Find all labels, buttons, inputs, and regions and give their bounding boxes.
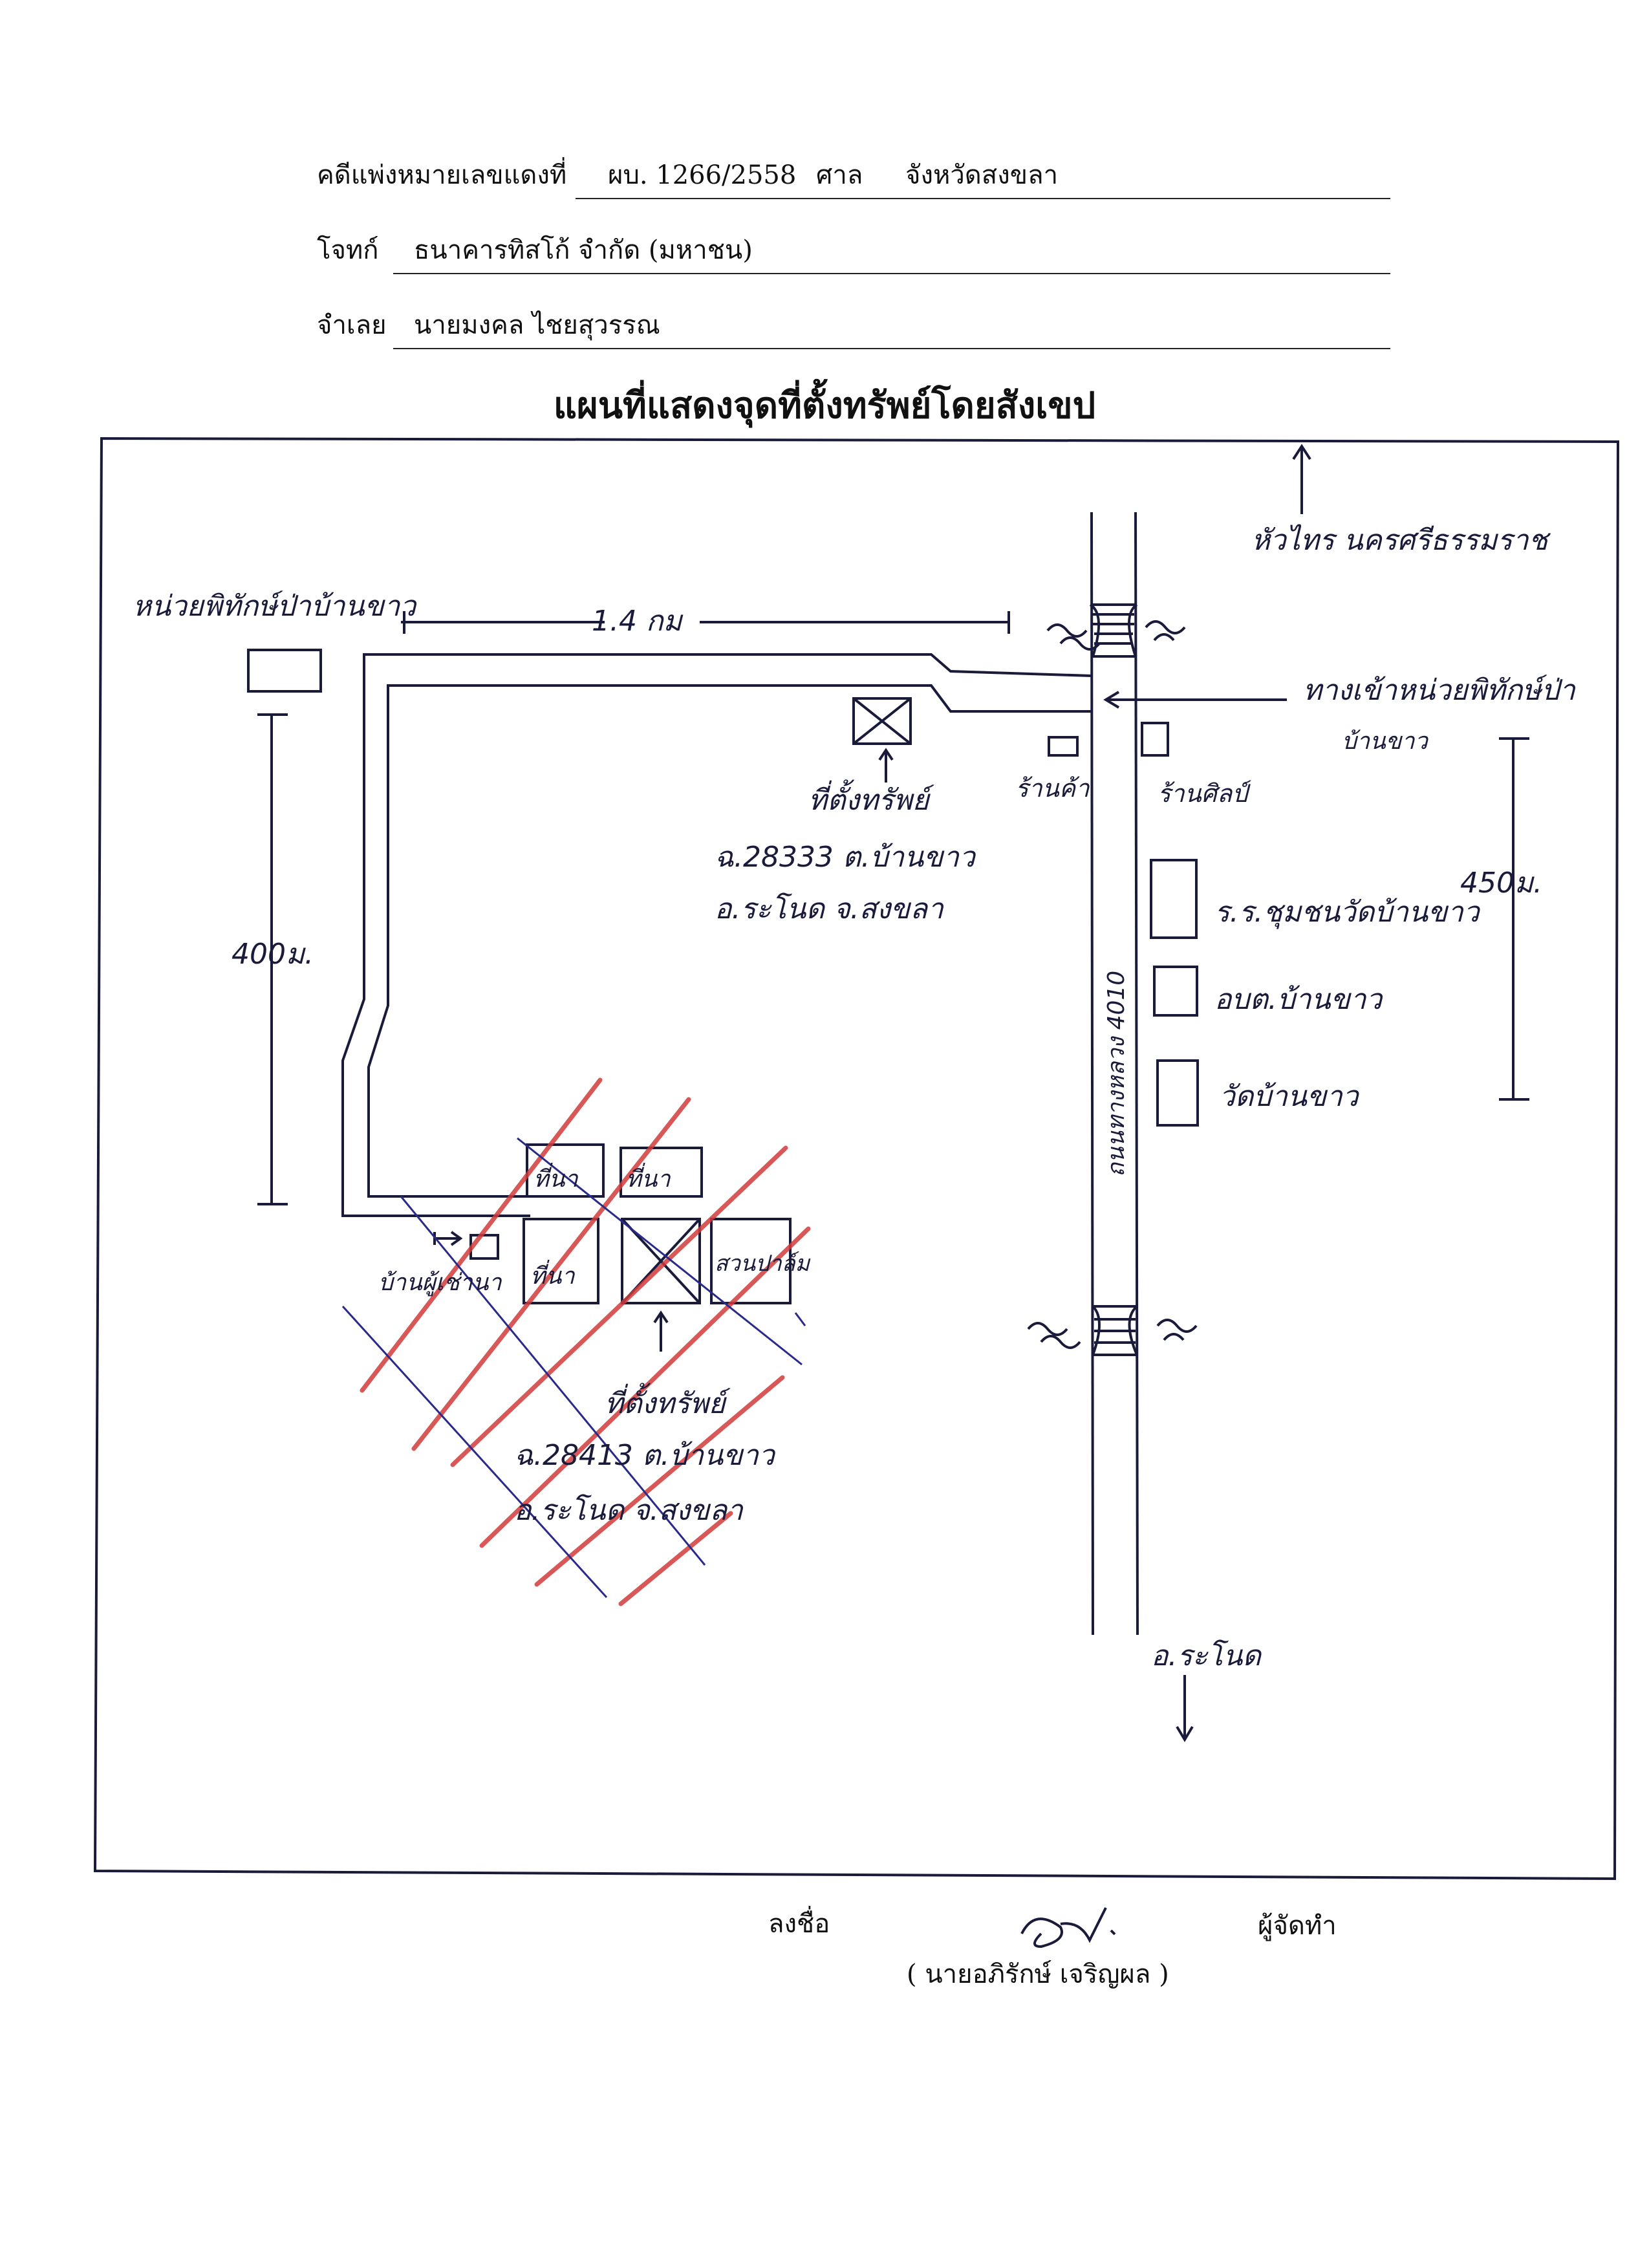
land-box-2 <box>620 1147 703 1198</box>
plaintiff-row: โจทก์ ธนาคารทิสโก้ จำกัด (มหาชน) <box>317 235 1390 274</box>
plaintiff-underline <box>393 273 1390 274</box>
entrance-label-2: บ้านขาว <box>1342 728 1429 755</box>
access-road-inner <box>367 684 1092 1198</box>
distance-top-label: 1.4 กม <box>592 605 684 638</box>
land-box-1-label: ที่นา <box>534 1162 579 1193</box>
shop1-box <box>1048 736 1079 757</box>
north-arrow <box>1292 444 1311 514</box>
land-box-4 <box>710 1218 792 1304</box>
preparer-role: ผู้จัดทำ <box>1258 1911 1337 1941</box>
distance-right-line <box>1499 737 1529 1101</box>
temple-label: วัดบ้านขาว <box>1219 1080 1360 1113</box>
property2-deed: ฉ.28413 ต.บ้านขาว <box>514 1439 776 1472</box>
distance-right-label: 450ม. <box>1460 867 1542 900</box>
property1-arrow <box>878 748 894 783</box>
land-box-3 <box>523 1218 599 1304</box>
property1-deed: ฉ.28333 ต.บ้านขาว <box>715 841 976 874</box>
property2-box <box>621 1218 701 1304</box>
school-box <box>1150 859 1198 939</box>
school-label: ร.ร.ชุมชนวัดบ้านขาว <box>1214 896 1481 929</box>
land-box-4-label: สวนปาล์ม <box>715 1251 811 1277</box>
plaintiff-label: โจทก์ <box>317 235 379 265</box>
case-number: ผบ. 1266/2558 <box>608 160 797 190</box>
shop2-label: ร้านศิลป์ <box>1158 779 1252 808</box>
ranger-station-label: หน่วยพิทักษ์ป่าบ้านขาว <box>133 590 417 623</box>
water-marks-south <box>1027 1319 1198 1349</box>
property1-box <box>852 697 912 745</box>
distance-top-line <box>401 611 1010 634</box>
shop1-label: ร้านค้า <box>1015 774 1090 803</box>
defendant-name: นายมงคล ไชยสุวรรณ <box>414 310 660 340</box>
south-bridge <box>1092 1305 1138 1356</box>
distance-left-label: 400ม. <box>232 938 314 971</box>
tao-label: อบต.บ้านขาว <box>1214 983 1383 1016</box>
highway-label: ถนนทางหลวง 4010 <box>1103 971 1130 1177</box>
distance-left-line <box>257 713 288 1205</box>
court-name: จังหวัดสงขลา <box>905 160 1059 190</box>
south-arrow <box>1176 1675 1194 1742</box>
blue-hatching <box>341 1137 806 1599</box>
land-box-1 <box>526 1143 605 1198</box>
property1-x <box>852 697 912 745</box>
land-box-2-label: ที่นา <box>626 1162 671 1193</box>
preparer-name: ( นายอภิรักษ์ เจริญผล ) <box>907 1960 1169 1989</box>
defendant-row: จำเลย นายมงคล ไชยสุวรรณ <box>317 310 1390 349</box>
map-title: แผนที่แสดงจุดที่ตั้งทรัพย์โดยสังเขป <box>553 384 1096 427</box>
plaintiff-name: ธนาคารทิสโก้ จำกัด (มหาชน) <box>414 235 753 265</box>
property2-district: อ.ระโนด จ.สงขลา <box>514 1494 744 1527</box>
land-box-3-label: ที่นา <box>530 1259 576 1290</box>
ranger-station-box <box>247 649 322 693</box>
north-label: หัวไทร นครศรีธรรมราช <box>1251 524 1551 557</box>
north-bridge <box>1089 603 1138 658</box>
map-frame <box>93 437 1620 1881</box>
property2-arrow <box>653 1310 669 1352</box>
case-underline <box>576 198 1390 199</box>
court-label: ศาล <box>816 160 863 190</box>
entrance-label: ทางเข้าหน่วยพิทักษ์ป่า <box>1303 674 1576 707</box>
case-number-row: คดีแพ่งหมายเลขแดงที่ ผบ. 1266/2558 ศาล จ… <box>317 160 1390 199</box>
signature-mark <box>1020 1907 1116 1949</box>
property1-district: อ.ระโนด จ.สงขลา <box>715 892 944 925</box>
entrance-arrow <box>1103 691 1287 709</box>
water-marks-north <box>1046 620 1186 651</box>
tao-box <box>1153 966 1198 1017</box>
property1-label: ที่ตั้งทรัพย์ <box>808 779 934 817</box>
temple-box <box>1156 1059 1199 1127</box>
highway-right-edge <box>1134 512 1139 1636</box>
highway-left-edge <box>1090 512 1094 1636</box>
property2-label: ที่ตั้งทรัพย์ <box>605 1383 731 1420</box>
south-label: อ.ระโนด <box>1151 1639 1262 1672</box>
defendant-underline <box>393 348 1390 349</box>
red-hatching <box>360 1077 811 1606</box>
case-label: คดีแพ่งหมายเลขแดงที่ <box>317 160 567 190</box>
access-road-outer <box>341 653 1092 1217</box>
neighbor-house-label: บ้านผู้เช่านา <box>378 1269 502 1297</box>
sign-label: ลงชื่อ <box>768 1909 830 1939</box>
shop2-box <box>1141 722 1169 757</box>
defendant-label: จำเลย <box>317 310 387 340</box>
